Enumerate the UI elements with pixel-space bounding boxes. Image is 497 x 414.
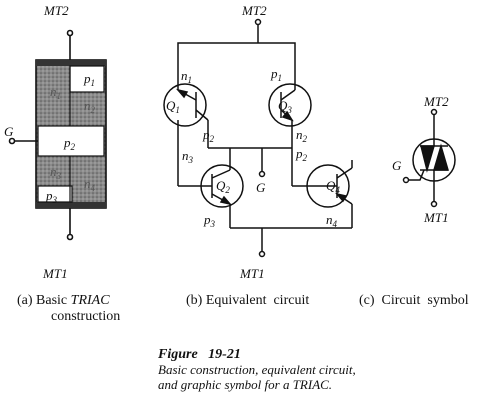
- eq-gate-label: G: [256, 180, 266, 195]
- caption-b: (b) Equivalent circuit: [186, 293, 310, 308]
- triac-construction: [8, 29, 107, 241]
- figure-description: Basic construction, equivalent circuit, …: [158, 362, 356, 392]
- construction-mt1-label: MT1: [42, 266, 68, 281]
- region-n3-label: n3: [50, 164, 62, 181]
- region-p1-label: p1: [83, 71, 95, 88]
- caption-a: (a) Basic TRIAC construction: [17, 293, 120, 325]
- gate-terminal: [8, 137, 16, 145]
- top-bus: [177, 42, 296, 90]
- symbol-gate-label: G: [392, 158, 402, 173]
- triac-symbol: [402, 108, 456, 208]
- triac-diode-up: [433, 143, 449, 171]
- q2-label: Q2: [216, 178, 230, 195]
- q3-emitter-arrow: [281, 110, 294, 122]
- top-contact: [36, 60, 106, 66]
- q3-transistor-circle: [268, 83, 312, 127]
- eq-mt1-label: MT1: [239, 266, 265, 281]
- construction-mt2-label: MT2: [43, 3, 69, 18]
- q4-label: Q4: [326, 178, 340, 195]
- eq-n1-label: n1: [181, 68, 192, 85]
- symbol-gate-lead: [406, 169, 425, 181]
- symbol-mt1-label: MT1: [423, 210, 449, 225]
- region-p2-label: p2: [63, 135, 76, 152]
- eq-gate-terminal: [258, 170, 266, 178]
- mt1-terminal: [66, 233, 74, 241]
- eq-mt2-terminal: [254, 18, 262, 26]
- eq-p1-label: p1: [270, 66, 282, 83]
- eq-p3-label: p3: [203, 212, 216, 229]
- eq-p2-right-label: p2: [295, 146, 308, 163]
- q1-label: Q1: [166, 98, 180, 115]
- caption-a-prefix: (a) Basic: [17, 293, 71, 308]
- caption-a-line2: construction: [51, 309, 121, 324]
- q4-emitter-arrow: [334, 192, 348, 203]
- caption-c: (c) Circuit symbol: [359, 293, 469, 308]
- eq-p2-left-label: p2: [202, 127, 215, 144]
- eq-mt1-terminal: [258, 250, 266, 258]
- region-n1-label: n1: [50, 84, 61, 101]
- p1-region: [69, 65, 105, 93]
- bottom-contact: [36, 202, 106, 208]
- eq-n2-label: n2: [296, 127, 308, 144]
- construction-gate-label: G: [4, 124, 14, 139]
- mt2-terminal: [66, 29, 74, 37]
- triac-diode-down: [420, 145, 435, 173]
- figure-title: Figure 19-21: [158, 347, 241, 362]
- q1-transistor-circle: [163, 83, 207, 127]
- region-n4-label: n4: [84, 176, 96, 193]
- region-p3-label: p3: [45, 188, 58, 205]
- eq-n4-label: n4: [326, 212, 338, 229]
- region-n2-label: n2: [84, 98, 96, 115]
- equivalent-circuit: [163, 18, 353, 258]
- q1-emitter-arrow: [175, 88, 189, 99]
- caption-a-italic: TRIAC: [70, 293, 110, 308]
- q3-label: Q3: [278, 98, 292, 115]
- symbol-mt2-label: MT2: [423, 94, 449, 109]
- eq-n3-label: n3: [182, 148, 194, 165]
- q2-emitter-arrow: [219, 195, 233, 206]
- eq-mt2-label: MT2: [241, 3, 267, 18]
